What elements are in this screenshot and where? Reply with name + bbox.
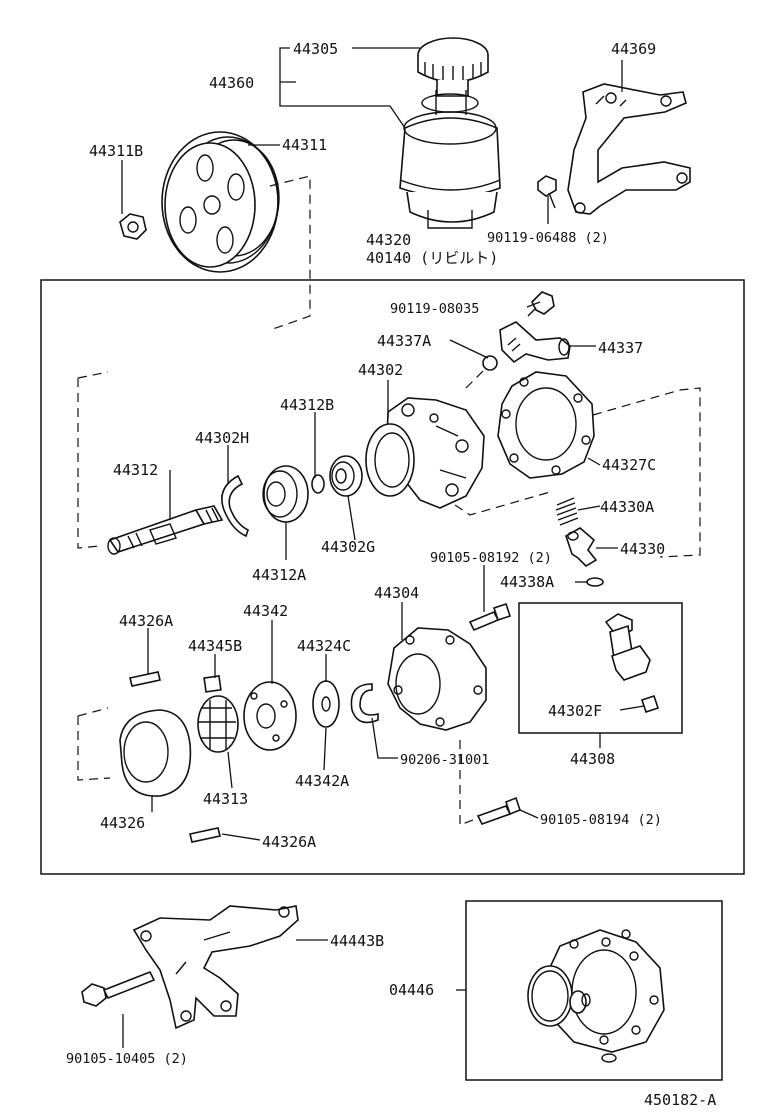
bolt-90119-06488 [537, 175, 557, 209]
spring-44330A [555, 497, 579, 526]
label-90105-08194: 90105-08194 (2) [540, 812, 662, 828]
label-40140: 40140 (リビルト) [366, 249, 498, 267]
gasket-kit-04446 [527, 929, 665, 1063]
vane-44345B [203, 675, 222, 693]
bracket-lower [132, 905, 299, 1030]
label-90119-06488: 90119-06488 (2) [487, 230, 609, 246]
label-44342: 44342 [243, 602, 288, 620]
part-labels: 44305 44360 44369 44311B 44311 90119-064… [66, 40, 716, 1109]
label-44369: 44369 [611, 40, 656, 58]
pulley [161, 131, 280, 273]
label-44302H: 44302H [195, 429, 249, 447]
label-44308: 44308 [570, 750, 615, 768]
label-44337: 44337 [598, 339, 643, 357]
bearing-44312A [262, 465, 309, 523]
label-44360: 44360 [209, 74, 254, 92]
label-44330: 44330 [620, 540, 665, 558]
snap-ring-44302H [221, 474, 249, 538]
label-44342A: 44342A [295, 772, 349, 790]
valve-44330 [565, 527, 598, 568]
label-44330A: 44330A [600, 498, 654, 516]
figure-id-label: 450182-A [644, 1091, 716, 1109]
reservoir-tank [399, 90, 501, 229]
label-90105-08192: 90105-08192 (2) [430, 550, 552, 566]
label-44305: 44305 [293, 40, 338, 58]
union-fitting [499, 321, 571, 364]
alignment-guides [77, 175, 701, 826]
label-44304: 44304 [374, 584, 419, 602]
ring-44312B [311, 474, 325, 494]
label-44326A-bottom: 44326A [262, 833, 316, 851]
snap-ring-90206 [350, 683, 379, 724]
label-90206-31001: 90206-31001 [400, 752, 489, 768]
label-44312A: 44312A [252, 566, 306, 584]
label-90119-08035: 90119-08035 [390, 301, 479, 317]
label-44302: 44302 [358, 361, 403, 379]
label-44312B: 44312B [280, 396, 334, 414]
label-44320: 44320 [366, 231, 411, 249]
label-44326: 44326 [100, 814, 145, 832]
rear-housing-44304 [387, 627, 487, 731]
gasket-plate [497, 371, 595, 479]
label-44302G: 44302G [321, 538, 375, 556]
union-bolt [527, 291, 555, 317]
pulley-nut [119, 213, 147, 240]
label-44311: 44311 [282, 136, 327, 154]
bolt-90105-10405 [81, 970, 156, 1007]
label-44345B: 44345B [188, 637, 242, 655]
label-44327C: 44327C [602, 456, 656, 474]
oring-44338A [586, 577, 604, 587]
pin-44326A-top [129, 671, 161, 687]
label-90105-10405: 90105-10405 (2) [66, 1051, 188, 1067]
bracket-upper [567, 83, 691, 215]
label-44313: 44313 [203, 790, 248, 808]
seal-44302G [329, 455, 363, 497]
label-44338A: 44338A [500, 573, 554, 591]
label-44326A-top: 44326A [119, 612, 173, 630]
ball [482, 355, 498, 371]
label-44302F: 44302F [548, 702, 602, 720]
shaft [107, 505, 224, 555]
rotor-44313 [197, 695, 239, 753]
cam-ring-44326 [119, 709, 192, 797]
valve-44308 [604, 613, 660, 714]
pump-housing-front [365, 397, 485, 509]
leader-lines [121, 47, 645, 1048]
label-04446: 04446 [389, 981, 434, 999]
pump-assembly-frame [40, 279, 745, 875]
bolt-90105-08194 [476, 796, 521, 825]
label-44324C: 44324C [297, 637, 351, 655]
reservoir-cap [417, 37, 489, 97]
bolt-90105-08192 [468, 602, 512, 632]
side-plate-44342 [243, 681, 297, 751]
label-44337A: 44337A [377, 332, 431, 350]
label-44443B: 44443B [330, 932, 384, 950]
label-44311B: 44311B [89, 142, 143, 160]
pin-44326A-bottom [189, 827, 221, 843]
washer-44324C [312, 680, 340, 728]
label-44312: 44312 [113, 461, 158, 479]
